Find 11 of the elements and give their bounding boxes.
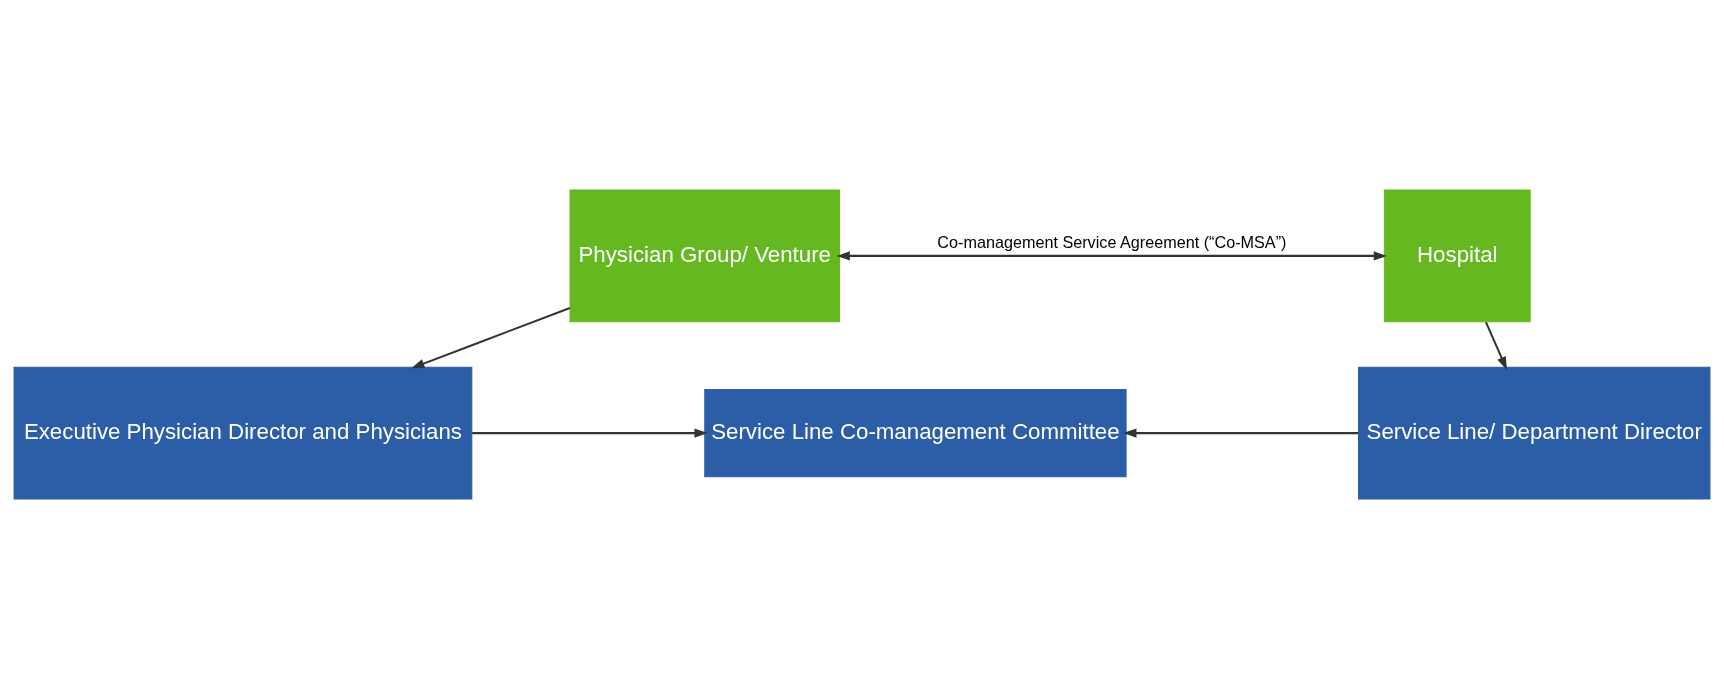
edge-label: Co-management Service Agreement (“Co-MSA”) (937, 232, 1287, 251)
arrow (472, 428, 708, 438)
arrow (1123, 428, 1359, 438)
node-box: Service Line Co-management Committee (704, 388, 1127, 477)
node-box: Executive Physician Director and Physicians (13, 366, 473, 499)
node-box: Hospital (1383, 189, 1531, 322)
node-box: Physician Group/ Venture (569, 189, 840, 322)
arrow (1485, 321, 1507, 370)
arrow (411, 306, 571, 368)
arrow (836, 250, 1387, 260)
node-box: Service Line/ Department Director (1358, 366, 1711, 499)
